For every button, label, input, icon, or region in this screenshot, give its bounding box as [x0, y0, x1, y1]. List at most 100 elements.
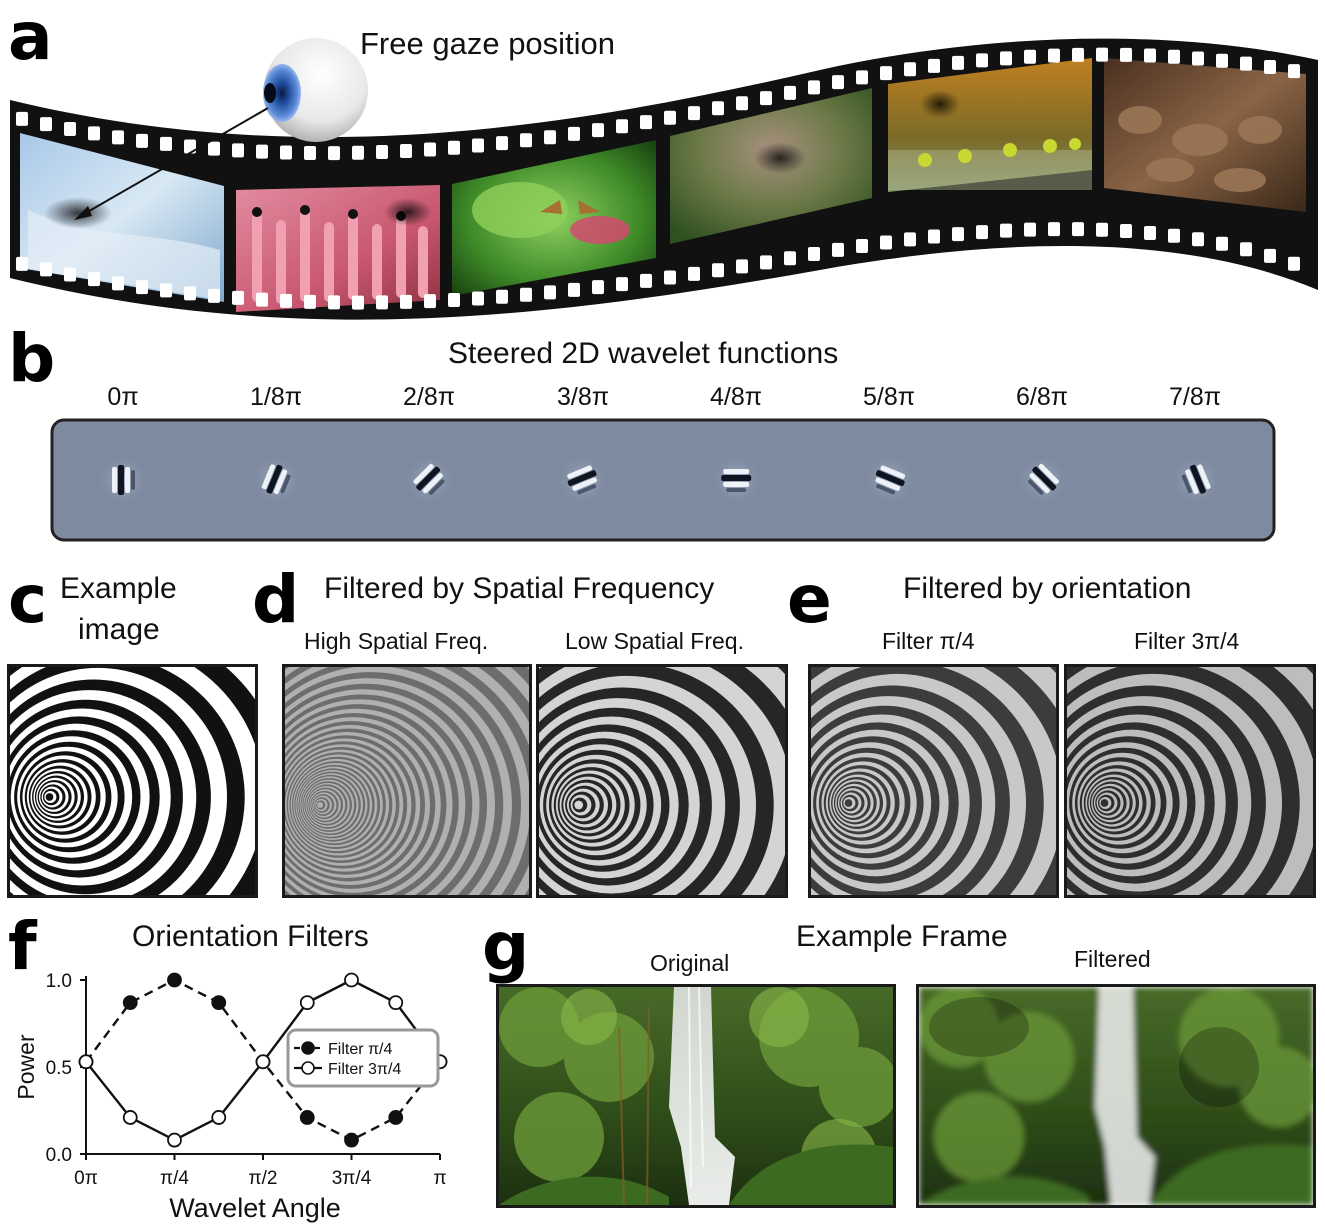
angle-label: 1/8π — [249, 383, 302, 411]
sprocket-hole — [496, 136, 508, 151]
sprocket-hole — [40, 117, 52, 132]
filter-pi4-image — [808, 664, 1059, 898]
angle-label: 5/8π — [862, 383, 915, 411]
film-strip — [10, 38, 1318, 320]
panel-label-f: f — [8, 908, 37, 985]
data-point — [388, 995, 404, 1011]
data-point — [255, 1054, 271, 1070]
example-image-title-1: Example — [60, 572, 177, 605]
sprocket-hole — [1096, 222, 1108, 237]
legend-label: Filter π/4 — [328, 1041, 392, 1058]
sprocket-hole — [136, 133, 148, 148]
sprocket-hole — [1240, 242, 1252, 257]
wavelet-title: Steered 2D wavelet functions — [448, 337, 839, 370]
sprocket-hole — [592, 280, 604, 295]
data-point — [122, 1110, 138, 1125]
sprocket-hole — [664, 270, 676, 285]
x-tick-label: π — [433, 1168, 446, 1189]
ring — [1100, 799, 1109, 807]
sprocket-hole — [976, 225, 988, 240]
sprocket-hole — [352, 145, 364, 160]
angle-label: 3/8π — [556, 383, 609, 411]
sprocket-hole — [136, 280, 148, 295]
film-frame — [452, 140, 656, 296]
example-frame-title: Example Frame — [796, 920, 1008, 953]
sprocket-hole — [544, 285, 556, 300]
sprocket-hole — [1048, 48, 1060, 63]
sprocket-hole — [424, 142, 436, 157]
sprocket-hole — [592, 123, 604, 138]
wavelet-filter — [556, 454, 609, 506]
sprocket-hole — [64, 122, 76, 137]
sprocket-hole — [1144, 226, 1156, 241]
legend-box — [286, 1028, 440, 1088]
panel-label-a: a — [8, 0, 53, 75]
sprocket-hole — [352, 295, 364, 310]
sprocket-hole — [904, 232, 916, 247]
sprocket-hole — [304, 146, 316, 161]
sprocket-hole — [400, 294, 412, 309]
data-point — [122, 995, 138, 1011]
panel-label-e: e — [787, 561, 832, 638]
sprocket-hole — [1264, 248, 1276, 263]
wavelet-filter — [710, 454, 763, 506]
wavelet-filter — [97, 454, 149, 506]
sprocket-hole — [640, 273, 652, 288]
ring — [45, 793, 54, 801]
sprocket-hole — [664, 110, 676, 125]
sprocket-hole — [520, 133, 532, 148]
low-freq-image — [536, 664, 788, 898]
sprocket-hole — [1024, 222, 1036, 237]
high-freq-image — [282, 664, 532, 898]
sprocket-hole — [16, 111, 28, 126]
sprocket-hole — [1000, 51, 1012, 66]
sprocket-hole — [160, 283, 172, 298]
sprocket-hole — [184, 286, 196, 301]
sprocket-hole — [760, 91, 772, 106]
x-tick-label: 3π/4 — [332, 1168, 372, 1189]
sprocket-hole — [856, 70, 868, 85]
low-freq-label: Low Spatial Freq. — [565, 628, 744, 654]
sprocket-hole — [808, 247, 820, 262]
data-point — [211, 995, 227, 1011]
orientation-title: Filtered by orientation — [903, 572, 1192, 605]
sprocket-hole — [448, 140, 460, 155]
chart-title: Orientation Filters — [132, 920, 369, 953]
sprocket-hole — [112, 276, 124, 291]
sprocket-hole — [736, 96, 748, 111]
sprocket-hole — [928, 229, 940, 244]
sprocket-hole — [616, 277, 628, 292]
wavelet-filter — [403, 454, 456, 506]
ring — [844, 799, 853, 807]
angle-label: 4/8π — [709, 383, 762, 411]
x-tick-label: π/2 — [249, 1168, 278, 1189]
film-frame — [670, 88, 872, 244]
original-label: Original — [650, 950, 730, 976]
sprocket-hole — [808, 80, 820, 95]
sprocket-hole — [88, 126, 100, 141]
sprocket-hole — [952, 55, 964, 70]
wavelet-panel — [50, 418, 1276, 542]
y-axis-label: Power — [13, 1034, 39, 1100]
sprocket-hole — [1120, 224, 1132, 239]
sprocket-hole — [1240, 56, 1252, 71]
sprocket-hole — [208, 141, 220, 156]
sprocket-hole — [760, 255, 772, 270]
sprocket-hole — [640, 115, 652, 130]
sprocket-hole — [568, 126, 580, 141]
free-gaze-caption: Free gaze position — [360, 26, 616, 61]
ring — [574, 800, 584, 810]
sprocket-hole — [976, 53, 988, 68]
sprocket-hole — [784, 85, 796, 100]
ring — [317, 802, 324, 808]
data-point — [388, 1110, 404, 1125]
sprocket-hole — [1168, 49, 1180, 64]
sprocket-hole — [1120, 47, 1132, 62]
high-freq-label: High Spatial Freq. — [304, 628, 489, 654]
sprocket-hole — [1168, 228, 1180, 243]
panel-label-g: g — [482, 908, 530, 985]
sprocket-hole — [376, 295, 388, 310]
sprocket-hole — [616, 119, 628, 134]
sprocket-hole — [856, 239, 868, 254]
